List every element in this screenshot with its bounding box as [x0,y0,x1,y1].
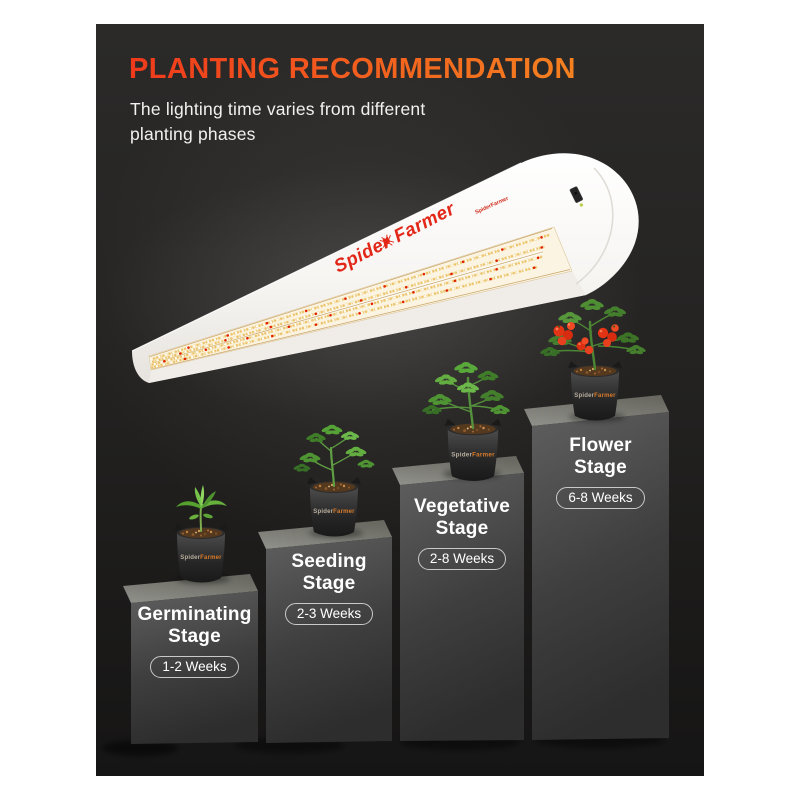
end-cap-seam [575,167,614,285]
stage-name-line1: Germinating [137,604,252,625]
weeks-badge: 2-8 Weeks [417,548,507,570]
stage-name: Flower Stage [532,435,669,478]
stage-name-line2: Stage [168,625,221,647]
spider-logo-icon [379,234,395,249]
weeks-badge: 6-8 Weeks [556,487,645,509]
weeks-badge: 1-2 Weeks [150,656,239,678]
stage-card-flower: Flower Stage 6-8 Weeks [532,435,669,509]
tomato-cluster [576,337,594,355]
grow-light-lower-lip [149,271,586,383]
stage-name-line1: Flower [569,435,632,456]
plant-vegetative [421,362,511,430]
weeks-badge: 2-3 Weeks [284,603,374,625]
tomato-cluster [553,322,575,346]
stage-name-line2: Stage [435,517,489,539]
stage-name-line2: Stage [302,572,356,594]
power-connector [569,186,584,207]
stage-card-vegetative: Vegetative Stage 2-8 Weeks [400,496,524,570]
stage-name: Germinating Stage [131,604,258,647]
stage-name-line1: Seeding [291,551,367,572]
stage-name: Seeding Stage [266,551,392,594]
stage-name: Vegetative Stage [400,496,524,539]
plant-seeding [292,424,376,488]
tomato-cluster [597,324,619,347]
plant-germinating [176,485,227,532]
stage-card-germinating: Germinating Stage 1-2 Weeks [131,604,258,678]
page-title: PLANTING RECOMMENDATION [129,53,576,85]
stage-name-line2: Stage [574,456,627,478]
page-subtitle: The lighting time varies from different … [130,97,425,147]
plant-flower [539,299,647,371]
subtitle-line-1: The lighting time varies from different [130,99,426,119]
stage-name-line1: Vegetative [414,496,510,517]
subtitle-line-2: planting phases [130,124,256,144]
stage-card-seeding: Seeding Stage 2-3 Weeks [266,551,392,625]
